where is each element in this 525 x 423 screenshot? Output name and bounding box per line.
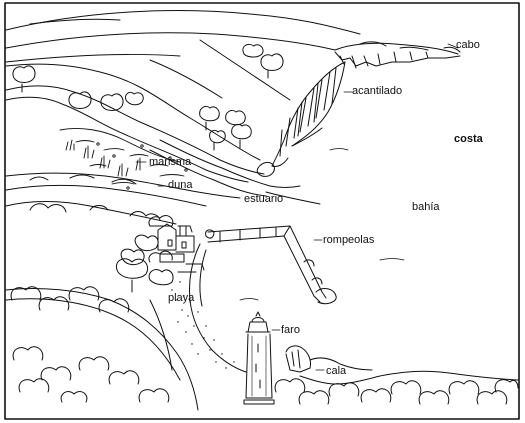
trees-mid-left [116,258,174,293]
distant-hills [5,10,361,63]
label-faro: faro [281,324,300,336]
label-playa: playa [168,292,195,304]
marsh-area [59,128,188,190]
mid-promontory [5,201,177,225]
village-buildings [120,215,205,273]
lower-land [5,287,199,411]
bushes-bottom-left [10,286,170,403]
bay-water [239,148,405,301]
label-estuario: estuario [244,193,284,205]
label-marisma: marisma [149,156,192,168]
estuary-channel [149,139,301,197]
upper-land [5,39,291,183]
label-leaders [135,43,459,371]
label-costa: costa [454,133,483,145]
cliff-face [271,61,346,167]
lighthouse [243,311,275,405]
label-cabo: cabo [456,39,480,51]
label-cala: cala [326,365,347,377]
right-shoreline [379,370,519,381]
label-duna: duna [168,179,193,191]
bushes-bottom-right [274,378,519,405]
cape-headland [334,41,461,69]
picture-frame [4,2,520,420]
dune-ridge [5,172,241,207]
label-acantilado: acantilado [352,85,403,97]
breakwater-pier [205,225,337,305]
meadow-trees [12,43,284,151]
label-rompeolas: rompeolas [323,234,375,246]
beach-stipple [171,281,235,369]
harbour-shore [189,191,321,373]
label-bahia: bahía [412,201,440,213]
